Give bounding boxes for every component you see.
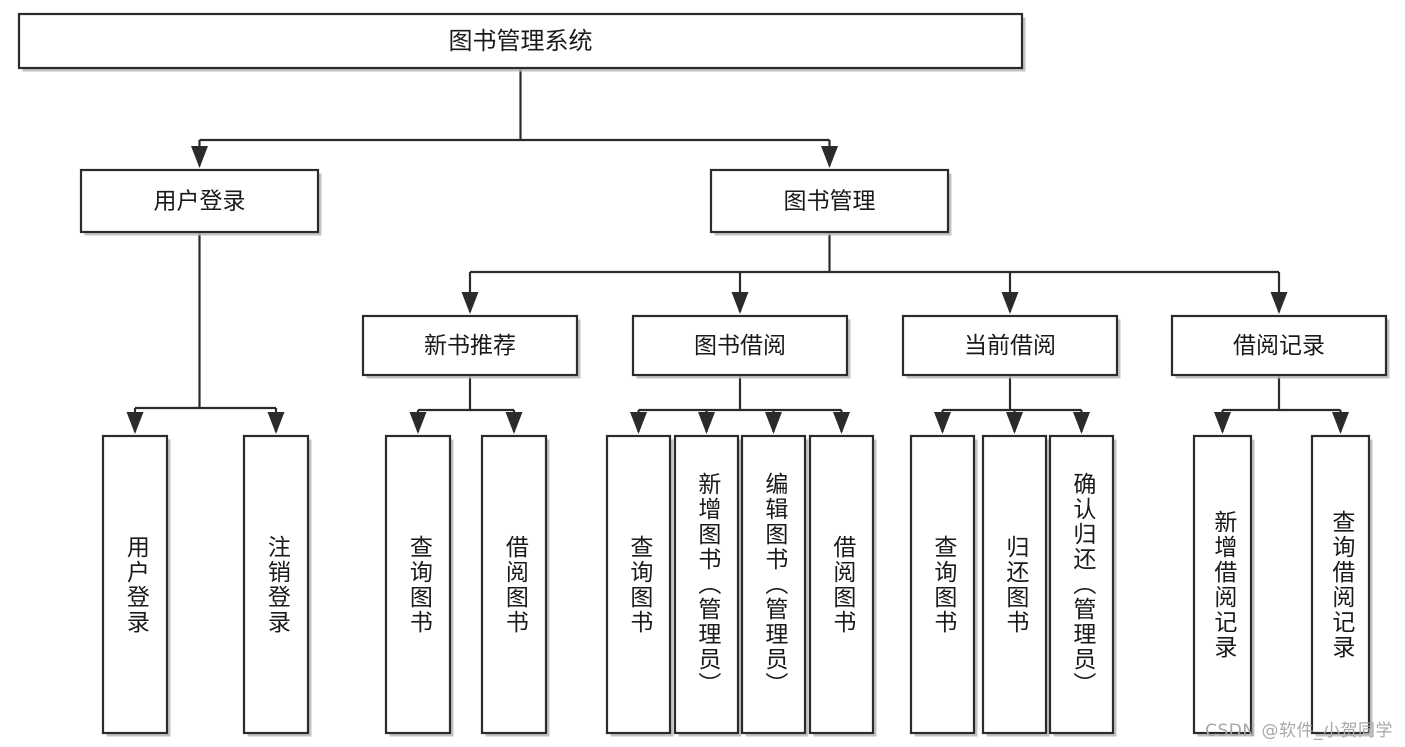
node-level3-0[interactable] xyxy=(361,314,579,377)
node-level2-0-label: 用户登录 xyxy=(154,189,246,215)
connector-lines xyxy=(126,68,1349,434)
arrow-head-bookmgmt-level3-1 xyxy=(731,292,749,314)
node-level2-0[interactable] xyxy=(79,168,320,234)
node-leaf-6[interactable] xyxy=(740,434,807,735)
arrow-head-level3-1-leaf-1 xyxy=(698,412,715,434)
arrow-head-userlogin-leaf-1 xyxy=(267,412,285,434)
node-level3-1[interactable] xyxy=(631,314,849,377)
node-leaf-4[interactable] xyxy=(605,434,672,735)
node-level3-1-label: 图书借阅 xyxy=(694,333,786,359)
node-level3-2[interactable] xyxy=(901,314,1119,377)
arrow-head-bookmgmt-level3-3 xyxy=(1270,292,1288,314)
arrow-head-level3-2-leaf-0 xyxy=(934,412,951,434)
node-leaf-1[interactable] xyxy=(242,434,310,735)
arrow-head-level3-3-leaf-1 xyxy=(1332,412,1349,434)
arrow-head-root-to-level2-0 xyxy=(191,146,208,168)
arrow-head-bookmgmt-level3-0 xyxy=(461,292,479,314)
arrow-head-level3-0-leaf-1 xyxy=(505,412,523,434)
node-leaf-11[interactable] xyxy=(1192,434,1253,735)
arrow-head-level3-1-leaf-2 xyxy=(765,412,782,434)
arrow-head-bookmgmt-level3-2 xyxy=(1001,292,1019,314)
arrow-head-level3-2-leaf-2 xyxy=(1073,412,1090,434)
node-leaf-3[interactable] xyxy=(480,434,548,735)
node-leaf-2[interactable] xyxy=(384,434,452,735)
arrow-head-level3-0-leaf-0 xyxy=(409,412,427,434)
node-leaf-8[interactable] xyxy=(909,434,976,735)
arrow-head-level3-1-leaf-0 xyxy=(630,412,647,434)
node-leaf-7[interactable] xyxy=(808,434,875,735)
node-leaf-12[interactable] xyxy=(1310,434,1371,735)
arrow-head-level3-2-leaf-1 xyxy=(1006,412,1023,434)
node-root[interactable] xyxy=(17,12,1024,70)
node-root-label: 图书管理系统 xyxy=(449,27,593,55)
node-level3-3-label: 借阅记录 xyxy=(1233,333,1325,359)
node-leaf-10[interactable] xyxy=(1048,434,1115,735)
node-level3-3[interactable] xyxy=(1170,314,1388,377)
node-level2-1-label: 图书管理 xyxy=(784,189,876,215)
node-leaf-9[interactable] xyxy=(981,434,1048,735)
node-boxes xyxy=(17,12,1390,737)
node-leaf-0[interactable] xyxy=(101,434,169,735)
arrow-head-level3-3-leaf-0 xyxy=(1214,412,1231,434)
watermark-text: CSDN @软件_小贺同学 xyxy=(1205,721,1393,741)
arrow-head-userlogin-leaf-0 xyxy=(126,412,144,434)
node-leaf-5[interactable] xyxy=(673,434,740,735)
node-level3-0-label: 新书推荐 xyxy=(424,333,516,359)
arrow-head-root-to-level2-1 xyxy=(821,146,838,168)
node-level3-2-label: 当前借阅 xyxy=(964,333,1056,359)
arrow-head-level3-1-leaf-3 xyxy=(833,412,850,434)
node-level2-1[interactable] xyxy=(709,168,950,234)
